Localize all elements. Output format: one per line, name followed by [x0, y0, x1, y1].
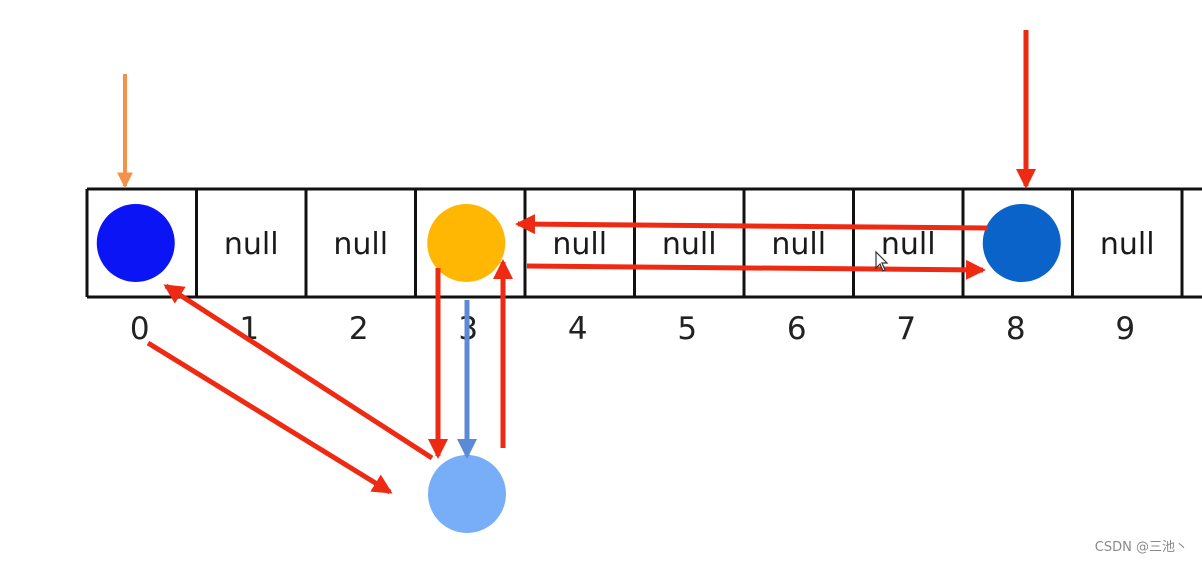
red-arrow-index0-to-floating [146, 340, 393, 495]
cell-null-label: null [771, 227, 826, 262]
node-at-index-0 [96, 204, 175, 282]
cell-null-label: null [1100, 227, 1155, 262]
cell-null-label: null [662, 227, 717, 262]
red-arrow-node8-to-node3 [515, 214, 989, 235]
red-arrow-floating-to-node0 [163, 283, 434, 461]
cell-contents: null null null null null null null [96, 204, 1155, 282]
index-label: 8 [1006, 311, 1026, 347]
array-grid [85, 187, 1202, 299]
cell-null-label: null [552, 227, 607, 262]
red-arrow-node3-to-node8 [526, 259, 986, 280]
watermark: CSDN @三池丶 [1094, 540, 1188, 555]
node-at-index-3 [427, 204, 506, 282]
cursor-icon [875, 250, 889, 272]
index-labels: 0123456789 [130, 311, 1135, 347]
index-label: 2 [349, 311, 369, 347]
index-label: 7 [896, 311, 916, 347]
cell-null-label: null [224, 227, 279, 262]
index-label: 5 [677, 311, 697, 347]
index-label: 6 [787, 311, 807, 347]
floating-node [428, 455, 506, 533]
cell-null-label: null [333, 227, 388, 262]
index-label: 9 [1115, 311, 1135, 347]
index-label: 4 [568, 311, 588, 347]
cell-null-label: null [881, 227, 936, 262]
node-at-index-8 [982, 204, 1061, 282]
arrows [117, 30, 1036, 495]
index-label: 0 [130, 311, 150, 347]
